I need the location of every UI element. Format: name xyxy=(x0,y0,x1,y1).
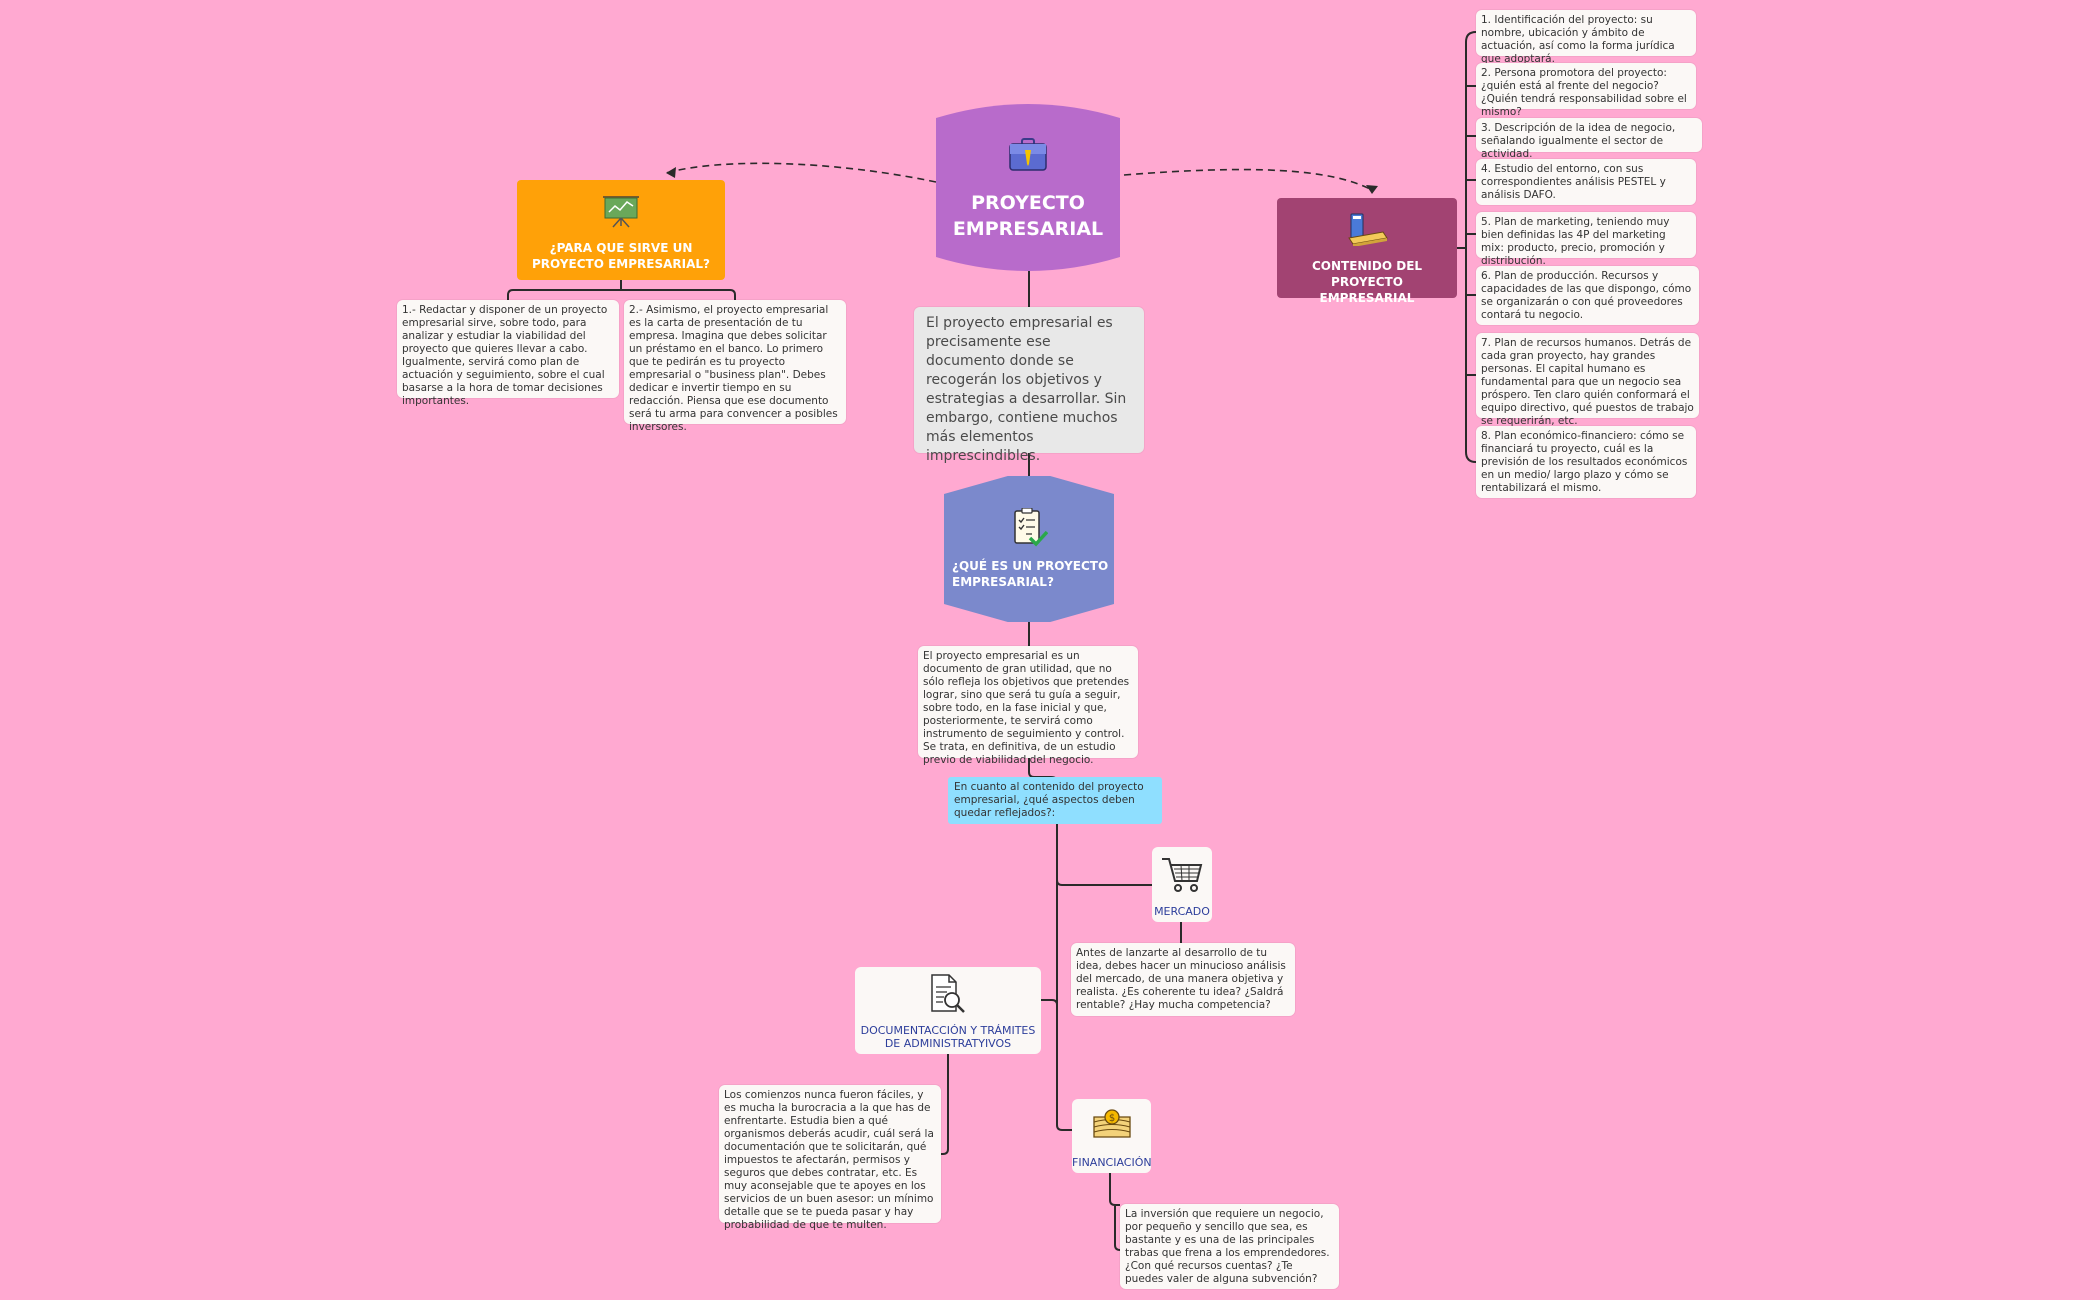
mercado-topic[interactable]: MERCADO xyxy=(1152,847,1212,922)
documentacion-title: DOCUMENTACCIÓN Y TRÁMITES DE ADMINISTRAT… xyxy=(860,1024,1036,1050)
central-title: PROYECTO EMPRESARIAL xyxy=(952,192,1104,240)
para-que-sirve-item-1[interactable]: 1.- Redactar y disponer de un proyecto e… xyxy=(397,300,619,407)
mercado-text[interactable]: Antes de lanzarte al desarrollo de tu id… xyxy=(1071,943,1295,1016)
documentacion-text[interactable]: Los comienzos nunca fueron fáciles, y es… xyxy=(719,1085,941,1231)
para-que-sirve-item-2[interactable]: 2.- Asimismo, el proyecto empresarial es… xyxy=(624,300,846,433)
financiacion-title: FINANCIACIÓN xyxy=(1072,1156,1152,1169)
central-topic[interactable]: PROYECTO EMPRESARIAL xyxy=(936,104,1120,271)
contenido-item-6[interactable]: 6. Plan de producción. Recursos y capaci… xyxy=(1476,266,1699,325)
question-box[interactable]: En cuanto al contenido del proyecto empr… xyxy=(948,777,1162,824)
checklist-icon xyxy=(1014,508,1048,547)
contenido-item-8[interactable]: 8. Plan económico-financiero: cómo se fi… xyxy=(1476,426,1696,498)
financiacion-topic[interactable]: $ FINANCIACIÓN xyxy=(1072,1099,1152,1173)
document-search-icon xyxy=(931,974,965,1013)
briefcase-icon xyxy=(1009,138,1047,171)
presentation-board-icon xyxy=(603,196,639,228)
contenido-item-7[interactable]: 7. Plan de recursos humanos. Detrás de c… xyxy=(1476,333,1699,427)
books-icon xyxy=(1348,213,1388,246)
contenido-item-5[interactable]: 5. Plan de marketing, teniendo muy bien … xyxy=(1476,212,1696,267)
contenido-item-4[interactable]: 4. Estudio del entorno, con sus correspo… xyxy=(1476,159,1696,205)
money-icon: $ xyxy=(1093,1109,1131,1138)
para-que-sirve-topic[interactable]: ¿PARA QUE SIRVE UN PROYECTO EMPRESARIAL? xyxy=(517,180,725,280)
financiacion-text[interactable]: La inversión que requiere un negocio, po… xyxy=(1120,1204,1339,1289)
contenido-item-2[interactable]: 2. Persona promotora del proyecto: ¿quié… xyxy=(1476,63,1696,118)
shopping-cart-icon xyxy=(1162,858,1203,892)
contenido-title: CONTENIDO DEL PROYECTO EMPRESARIAL xyxy=(1311,259,1423,305)
que-es-description[interactable]: El proyecto empresarial es un documento … xyxy=(918,646,1138,766)
que-es-topic[interactable]: ¿QUÉ ES UN PROYECTO EMPRESARIAL? xyxy=(944,476,1114,622)
documentacion-topic[interactable]: DOCUMENTACCIÓN Y TRÁMITES DE ADMINISTRAT… xyxy=(855,967,1041,1054)
mercado-title: MERCADO xyxy=(1154,905,1210,918)
central-description[interactable]: El proyecto empresarial es precisamente … xyxy=(914,307,1144,464)
contenido-topic[interactable]: CONTENIDO DEL PROYECTO EMPRESARIAL xyxy=(1277,198,1457,305)
contenido-item-3[interactable]: 3. Descripción de la idea de negocio, se… xyxy=(1476,118,1702,160)
que-es-title: ¿QUÉ ES UN PROYECTO EMPRESARIAL? xyxy=(952,559,1109,589)
para-que-sirve-title: ¿PARA QUE SIRVE UN PROYECTO EMPRESARIAL? xyxy=(532,241,710,271)
contenido-item-1[interactable]: 1. Identificación del proyecto: su nombr… xyxy=(1476,10,1696,65)
svg-text:$: $ xyxy=(1109,1113,1115,1124)
